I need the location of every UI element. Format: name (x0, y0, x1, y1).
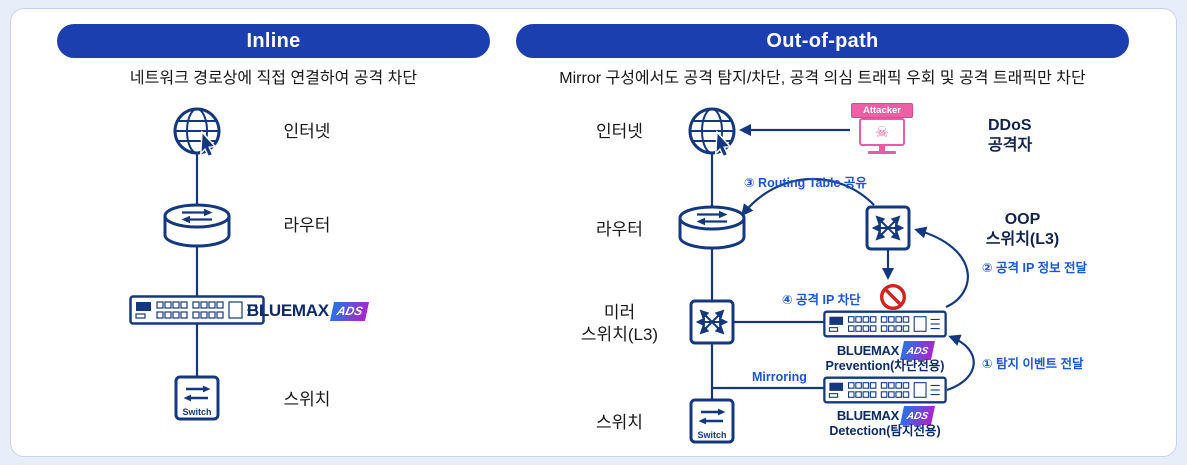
bluemax-brand-text: BLUEMAX (246, 301, 329, 320)
inline-subtitle: 네트워크 경로상에 직접 연결하여 공격 차단 (129, 70, 418, 87)
switch-label: 스위치 (283, 390, 331, 409)
oop-router-icon (676, 203, 748, 253)
detection-label: Detection(탐지전용) (829, 424, 941, 438)
bluemax-appliance-icon (129, 295, 265, 325)
oop-switch-bottom-label: 스위치 (596, 413, 643, 432)
router-label: 라우터 (283, 216, 331, 235)
oop-subtitle: Mirror 구성에서도 공격 탐지/차단, 공격 의심 트래픽 우회 및 공격… (559, 70, 1086, 87)
ads-badge: ADS (329, 301, 370, 321)
step1-detection-event-label: ① 탐지 이벤트 전달 (982, 357, 1084, 371)
inline-title: Inline (246, 29, 301, 52)
oop-l3-switch-icon (865, 205, 911, 251)
oop-router-label: 라우터 (596, 220, 643, 239)
step3-routing-table-label: ③ Routing Table 공유 (744, 176, 867, 190)
no-entry-icon (879, 283, 907, 311)
oop-switch-icon-text: Switch (697, 430, 727, 440)
step2-attack-ip-info-label: ② 공격 IP 정보 전달 (982, 261, 1088, 275)
switch-icon: Switch (174, 375, 220, 421)
mirroring-label: Mirroring (752, 370, 807, 384)
mirror-l3-switch-icon (689, 299, 735, 345)
inline-panel-header: Inline (57, 24, 490, 58)
attacker-monitor-icon: ☠ (859, 118, 905, 146)
attacker-monitor-base (868, 151, 896, 154)
internet-label: 인터넷 (283, 122, 331, 141)
attacker-icon: Attacker ☠ (850, 103, 914, 157)
detection-brand-text: BLUEMAX (836, 408, 900, 423)
attacker-monitor-stand (879, 146, 885, 151)
bluemax-logo: BLUEMAX ADS (246, 301, 370, 321)
detection-appliance-icon (823, 376, 947, 404)
oop-panel-header: Out-of-path (516, 24, 1129, 58)
oop-switch-label: OOP 스위치(L3) (985, 211, 1060, 248)
switch-icon-text: Switch (182, 407, 212, 417)
ddos-attacker-label: DDoS 공격자 (988, 117, 1033, 154)
prevention-label: Prevention(차단전용) (825, 359, 945, 373)
router-icon (161, 201, 233, 251)
skull-icon: ☠ (875, 123, 889, 141)
internet-globe-icon (171, 105, 231, 165)
oop-internet-label: 인터넷 (596, 122, 643, 141)
prevention-brand-text: BLUEMAX (836, 343, 900, 358)
attacker-banner: Attacker (851, 103, 913, 118)
step4-attack-ip-block-label: ④ 공격 IP 차단 (782, 293, 861, 307)
prevention-bluemax-logo: BLUEMAX ADS (823, 341, 947, 360)
detection-bluemax-logo: BLUEMAX ADS (823, 406, 947, 425)
mirror-switch-label: 미러 스위치(L3) (580, 303, 659, 344)
oop-switch-icon: Switch (689, 398, 735, 444)
oop-title: Out-of-path (766, 29, 879, 52)
prevention-appliance-icon (823, 310, 947, 338)
oop-internet-globe-icon (686, 105, 746, 165)
